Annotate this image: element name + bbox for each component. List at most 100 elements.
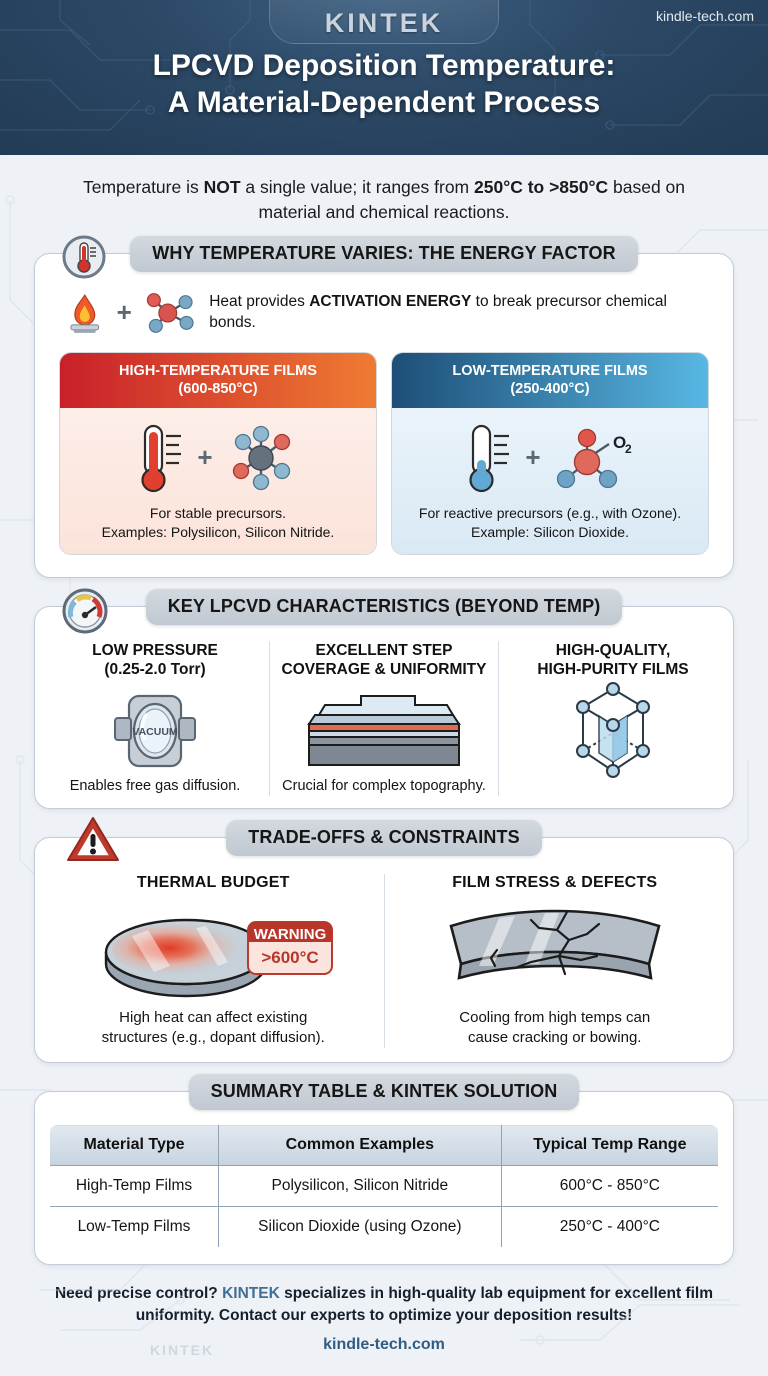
watermark: KINTEK bbox=[150, 1342, 215, 1358]
header-circuit-pattern bbox=[0, 0, 768, 131]
section-summary: SUMMARY TABLE & KINTEK SOLUTION Material… bbox=[0, 1074, 768, 1266]
high-purity-title-line1: HIGH-QUALITY, bbox=[555, 641, 671, 659]
thermometer-hot-icon bbox=[141, 424, 182, 493]
section4-body: Material Type Common Examples Typical Te… bbox=[35, 1092, 733, 1264]
section1-body: + Heat provides ACTIVATION ENERGY bbox=[35, 254, 733, 577]
page-title: LPCVD Deposition Temperature: A Material… bbox=[0, 48, 768, 121]
low-pressure-caption: Enables free gas diffusion. bbox=[69, 777, 241, 794]
ozone-molecule-icon: O 2 bbox=[556, 428, 632, 489]
warning-badge-value: >600°C bbox=[262, 948, 319, 967]
tradeoff-thermal-budget: THERMAL BUDGET bbox=[43, 874, 384, 1049]
subtitle-mid: a single value; it ranges from bbox=[240, 177, 474, 197]
film-stress-caption-line2: cause cracking or bowing. bbox=[468, 1028, 642, 1046]
thermometer-cold-icon bbox=[469, 424, 510, 493]
feature-low-pressure: LOW PRESSURE (0.25-2.0 Torr) VACUUM bbox=[41, 641, 269, 796]
thermal-budget-caption: High heat can affect existing structures… bbox=[55, 1008, 372, 1049]
high-temperature-card: HIGH-TEMPERATURE FILMS (600-850°C) bbox=[59, 351, 377, 555]
low-temp-caption-line2: Example: Silicon Dioxide. bbox=[471, 523, 629, 540]
high-temp-title: HIGH-TEMPERATURE FILMS bbox=[119, 362, 317, 379]
crystal-lattice-icon bbox=[507, 681, 719, 778]
column-typical-temp-range: Typical Temp Range bbox=[500, 1125, 718, 1167]
high-temp-caption: For stable precursors. Examples: Polysil… bbox=[68, 504, 368, 542]
warning-badge-label: WARNING bbox=[254, 926, 327, 943]
page-header: KINTEK kindle-tech.com LPCVD Deposition … bbox=[0, 0, 768, 155]
high-temp-caption-line2: Examples: Polysilicon, Silicon Nitride. bbox=[101, 523, 335, 540]
low-temp-range: (250-400°C) bbox=[510, 380, 590, 397]
section2-body: LOW PRESSURE (0.25-2.0 Torr) VACUUM bbox=[35, 607, 733, 808]
hot-wafer-icon: WARNING >600°C bbox=[55, 898, 372, 1006]
section-summary-card: SUMMARY TABLE & KINTEK SOLUTION Material… bbox=[34, 1074, 734, 1266]
subtitle: Temperature is NOT a single value; it ra… bbox=[58, 175, 710, 225]
section3-body: THERMAL BUDGET bbox=[35, 838, 733, 1063]
section-energy-factor: WHY TEMPERATURE VARIES: THE ENERGY FACTO… bbox=[0, 235, 768, 578]
footer-text-pre: Need precise control? bbox=[54, 1285, 223, 1303]
section-lpcvd-characteristics: KEY LPCVD CHARACTERISTICS (BEYOND TEMP) bbox=[0, 588, 768, 809]
vacuum-label: VACUUM bbox=[132, 726, 178, 738]
high-temp-card-body: + bbox=[60, 407, 376, 554]
tradeoff-film-stress: FILM STRESS & DEFECTS bbox=[383, 873, 726, 1049]
section-tradeoffs-card: TRADE-OFFS & CONSTRAINTS THERMAL BUDGET bbox=[34, 816, 734, 1064]
film-stress-caption-line1: Cooling from high temps can bbox=[459, 1008, 651, 1026]
cracked-bowed-wafer-icon bbox=[397, 898, 714, 1006]
cell-material-type: Low-Temp Films bbox=[50, 1206, 219, 1248]
page-title-line1: LPCVD Deposition Temperature: bbox=[152, 49, 616, 82]
subtitle-pre: Temperature is bbox=[82, 177, 204, 197]
temperature-cards: HIGH-TEMPERATURE FILMS (600-850°C) bbox=[51, 348, 717, 561]
footer-brand: KINTEK bbox=[222, 1285, 280, 1303]
film-stress-caption: Cooling from high temps can cause cracki… bbox=[397, 1008, 714, 1049]
site-tag: kindle-tech.com bbox=[655, 8, 754, 24]
thermometer-icon bbox=[61, 234, 107, 285]
section-energy-factor-card: WHY TEMPERATURE VARIES: THE ENERGY FACTO… bbox=[34, 235, 734, 578]
cell-common-examples: Polysilicon, Silicon Nitride bbox=[217, 1165, 502, 1208]
high-temp-icons: + bbox=[68, 418, 368, 498]
section-lpcvd-card: KEY LPCVD CHARACTERISTICS (BEYOND TEMP) bbox=[34, 588, 734, 809]
subtitle-post: based on material and chemical reactions… bbox=[258, 177, 686, 222]
activation-energy-row: + Heat provides ACTIVATION ENERGY bbox=[51, 288, 717, 348]
step-coverage-title: EXCELLENT STEP COVERAGE & UNIFORMITY bbox=[278, 641, 490, 681]
low-temp-card-header: LOW-TEMPERATURE FILMS (250-400°C) bbox=[392, 352, 708, 408]
footer-link[interactable]: kindle-tech.com bbox=[323, 1336, 445, 1354]
table-row: High-Temp Films Polysilicon, Silicon Nit… bbox=[50, 1165, 718, 1208]
heat-text-pre: Heat provides bbox=[209, 292, 310, 310]
subtitle-bold-range: 250°C to >850°C bbox=[474, 177, 609, 197]
low-pressure-title-line2: (0.25-2.0 Torr) bbox=[104, 661, 206, 679]
gauge-icon bbox=[61, 587, 109, 640]
high-purity-title-line2: HIGH-PURITY FILMS bbox=[537, 661, 689, 679]
thermal-budget-caption-line1: High heat can affect existing bbox=[119, 1008, 308, 1026]
cell-temp-range: 250°C - 400°C bbox=[500, 1206, 718, 1248]
subtitle-bold-not: NOT bbox=[203, 177, 241, 197]
molecule-icon bbox=[146, 292, 194, 333]
ozone-label: O bbox=[613, 433, 626, 452]
low-temp-plus: + bbox=[525, 442, 541, 473]
cell-common-examples: Silicon Dioxide (using Ozone) bbox=[217, 1206, 502, 1248]
heat-text-bold: ACTIVATION ENERGY bbox=[309, 292, 472, 310]
high-temp-range: (600-850°C) bbox=[178, 380, 258, 397]
activation-energy-text: Heat provides ACTIVATION ENERGY to break… bbox=[209, 292, 713, 334]
feature-high-purity: HIGH-QUALITY, HIGH-PURITY FILMS bbox=[498, 640, 727, 796]
warning-triangle-icon bbox=[65, 814, 121, 871]
column-material-type: Material Type bbox=[50, 1125, 219, 1167]
low-temp-caption-line1: For reactive precursors (e.g., with Ozon… bbox=[418, 504, 682, 521]
vacuum-chamber-icon: VACUUM bbox=[49, 685, 261, 777]
thermal-budget-caption-line2: structures (e.g., dopant diffusion). bbox=[101, 1028, 325, 1046]
step-coverage-icon bbox=[278, 685, 490, 777]
low-temp-icons: + O bbox=[400, 418, 700, 498]
high-temp-plus: + bbox=[197, 442, 213, 473]
high-temp-card-header: HIGH-TEMPERATURE FILMS (600-850°C) bbox=[60, 352, 376, 408]
feature-step-coverage: EXCELLENT STEP COVERAGE & UNIFORMITY bbox=[269, 640, 498, 796]
kintek-logo: KINTEK bbox=[324, 8, 444, 38]
step-coverage-title-line2: COVERAGE & UNIFORMITY bbox=[281, 661, 487, 679]
thermal-budget-title: THERMAL BUDGET bbox=[136, 873, 290, 891]
summary-table: Material Type Common Examples Typical Te… bbox=[49, 1124, 719, 1249]
high-temp-caption-line1: For stable precursors. bbox=[149, 504, 287, 521]
plus-sign: + bbox=[116, 297, 132, 328]
low-temp-caption: For reactive precursors (e.g., with Ozon… bbox=[400, 504, 700, 542]
step-coverage-title-line1: EXCELLENT STEP bbox=[315, 641, 453, 659]
cell-temp-range: 600°C - 850°C bbox=[500, 1165, 718, 1208]
low-temp-title: LOW-TEMPERATURE FILMS bbox=[452, 362, 648, 379]
low-pressure-title-line1: LOW PRESSURE bbox=[92, 641, 218, 659]
low-temperature-card: LOW-TEMPERATURE FILMS (250-400°C) bbox=[391, 351, 709, 555]
molecule-complex-icon bbox=[232, 425, 290, 491]
ozone-subscript: 2 bbox=[625, 442, 632, 456]
